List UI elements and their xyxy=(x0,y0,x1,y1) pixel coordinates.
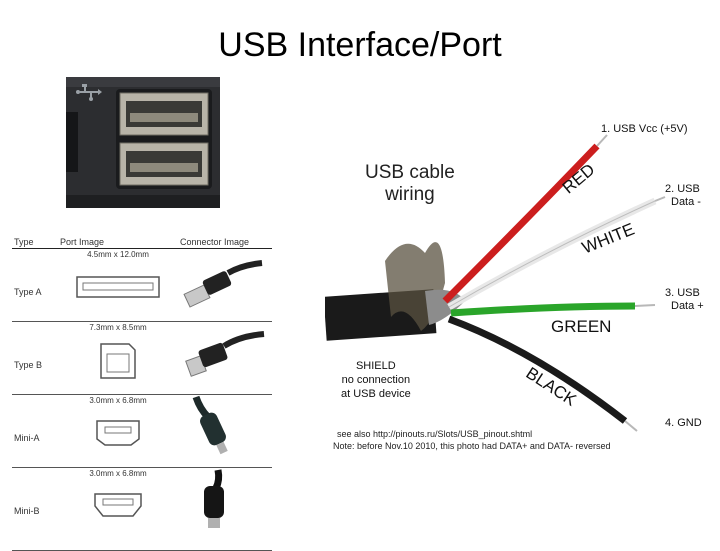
table-header-connector-image: Connector Image xyxy=(178,236,272,249)
type-a-port-drawing xyxy=(76,276,160,298)
usb-ports-illustration xyxy=(66,77,220,208)
usb-symbol-icon xyxy=(76,84,102,101)
wiring-heading: USB cable wiring xyxy=(365,162,455,205)
pin2-label: 2. USB Data - xyxy=(665,183,701,208)
port-dimensions: 4.5mm x 12.0mm xyxy=(87,250,149,259)
mini-b-connector-photo xyxy=(204,469,224,528)
port-dimensions: 3.0mm x 6.8mm xyxy=(89,469,147,478)
table-row: Type A 4.5mm x 12.0mm xyxy=(12,248,272,322)
pin3-label: 3. USB Data + xyxy=(665,287,704,312)
revision-note: Note: before Nov.10 2010, this photo had… xyxy=(333,441,611,451)
usb-cable-wiring-diagram: USB cable wiring 1. USB Vcc (+5V) 2. USB… xyxy=(325,111,719,451)
row-type-label: Type B xyxy=(14,360,43,370)
table-row: Mini-B 3.0mm x 6.8mm xyxy=(12,467,272,551)
green-wire-label: GREEN xyxy=(551,317,612,336)
pin4-label: 4. GND xyxy=(665,417,702,429)
table-row: Type B 7.3mm x 8.5mm xyxy=(12,321,272,395)
row-type-label: Mini-A xyxy=(14,433,40,443)
type-b-connector-photo xyxy=(185,331,265,377)
pin1-label: 1. USB Vcc (+5V) xyxy=(601,123,688,135)
table-header-type: Type xyxy=(12,236,58,249)
mini-a-connector-photo xyxy=(192,395,228,455)
table-header-port-image: Port Image xyxy=(58,236,178,249)
usb-connector-table: Type Port Image Connector Image Type A 4… xyxy=(12,236,272,551)
port-dimensions: 3.0mm x 6.8mm xyxy=(89,396,147,405)
type-b-port-drawing xyxy=(100,343,136,379)
usb-ports-photo xyxy=(66,77,220,208)
row-type-label: Type A xyxy=(14,287,42,297)
shield-label: SHIELD no connection at USB device xyxy=(341,360,411,400)
table-row: Mini-A 3.0mm x 6.8mm xyxy=(12,394,272,468)
mini-a-port-drawing xyxy=(96,420,140,446)
type-a-connector-photo xyxy=(183,260,263,308)
cable-illustration xyxy=(325,134,666,432)
reference-link-note: see also http://pinouts.ru/Slots/USB_pin… xyxy=(337,429,533,439)
row-type-label: Mini-B xyxy=(14,506,40,516)
port-dimensions: 7.3mm x 8.5mm xyxy=(89,323,147,332)
mini-b-port-drawing xyxy=(94,493,142,517)
slide-title: USB Interface/Port xyxy=(218,26,502,64)
